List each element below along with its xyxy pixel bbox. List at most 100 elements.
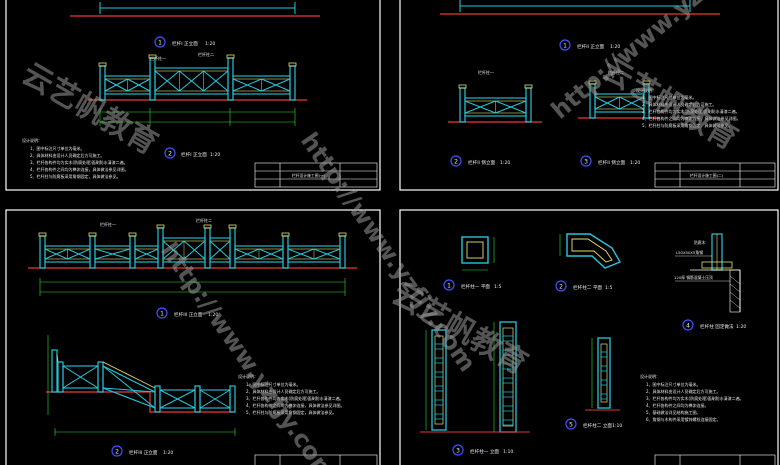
svg-text:设计说明：: 设计说明： [22, 137, 42, 143]
post-cap [228, 224, 237, 229]
top-remnant [459, 0, 691, 12]
cross-brace [67, 248, 91, 260]
callout-label: L50X50X5角钢 [676, 250, 703, 255]
cross-brace [179, 70, 204, 92]
cross-brace [287, 248, 315, 260]
svg-text:3、栏杆各构件均为实木(防腐处理)面刷防水清漆二遍。: 3、栏杆各构件均为实木(防腐处理)面刷防水清漆二遍。 [30, 159, 128, 165]
cross-brace [102, 387, 156, 393]
sheet-top-left: 1 栏杆I 正立面 1:20 栏杆柱一 栏杆柱二 2 栏杆I 正立面 1:20 … [5, 0, 381, 191]
svg-text:1、图中标注尺寸单位为毫米。: 1、图中标注尺寸单位为毫米。 [642, 94, 697, 100]
cross-brace [154, 70, 180, 92]
design-notes: 设计说明： 1、图中标注尺寸单位为毫米。 2、具体材料由设计人员确定后方可施工。… [636, 87, 741, 128]
post-cap [203, 224, 212, 229]
view-title: 栏杆柱 固定做法 [700, 323, 734, 330]
sheet-bottom-right: 1 栏杆柱一 平面 1:5 2 栏杆柱二 平面 1:5 防腐木 [399, 209, 779, 465]
view-number-circle [682, 319, 694, 331]
railing-side-elevation-3 [578, 80, 660, 119]
callout-label: 栏杆柱二 [608, 69, 624, 75]
post-cap [458, 84, 467, 89]
mortise-slot [434, 413, 444, 420]
mortise-slot [434, 385, 444, 392]
view-number-circle [565, 418, 577, 430]
svg-text:3、栏杆各构件均为实木(防腐处理)面刷防水清漆二遍。: 3、栏杆各构件均为实木(防腐处理)面刷防水清漆二遍。 [246, 395, 344, 401]
mortise-slot [600, 351, 608, 358]
cross-brace [464, 100, 496, 114]
cross-brace [102, 365, 156, 409]
cross-brace [134, 248, 159, 260]
sheet-bottom-left: 栏杆柱一 栏杆柱二 1 栏杆III 正立面 1:20 2 栏杆III 正立面 1… [5, 209, 381, 465]
title-block [254, 454, 378, 465]
svg-text:2、具体材料由设计人员确定后方可施工。: 2、具体材料由设计人员确定后方可施工。 [646, 388, 721, 394]
view-number-circle [580, 155, 592, 167]
callout-label: 栏杆柱一 [478, 69, 494, 75]
post-cap [156, 224, 165, 229]
sheet-frame [5, 209, 381, 465]
cross-brace [199, 389, 231, 409]
mortise-slot [434, 399, 444, 406]
post-fixing-detail [675, 233, 741, 313]
dimension-lines [99, 108, 296, 126]
view-number: 5 [569, 422, 573, 429]
view-number-circle [443, 279, 455, 291]
view-scale: 1:5 [494, 284, 501, 290]
view-number: 1 [447, 283, 451, 290]
view-scale: 1:20 [210, 152, 220, 158]
post-cap [98, 62, 107, 67]
svg-text:设计说明：: 设计说明： [640, 373, 660, 379]
svg-text:5、栏杆柱与防腐板采用角钢固定，具体做法参见。: 5、栏杆柱与防腐板采用角钢固定，具体做法参见。 [246, 409, 337, 415]
svg-text:5、栏杆柱与防腐板采用角钢固定，具体做法参见。: 5、栏杆柱与防腐板采用角钢固定，具体做法参见。 [30, 173, 121, 179]
sheet-frame [5, 0, 381, 191]
view-scale: 1:20 [163, 450, 173, 456]
railing-stair-elevation [46, 349, 236, 413]
svg-text:3、栏杆各构件均为实木(防腐处理)面刷防水清漆二遍。: 3、栏杆各构件均为实木(防腐处理)面刷防水清漆二遍。 [642, 108, 740, 114]
mortise-slot [502, 391, 514, 398]
post-elevations [420, 321, 620, 433]
handrail [102, 361, 156, 389]
cross-brace [104, 78, 128, 92]
svg-text:6、角钢与木构件采用镀锌螺栓连接固定。: 6、角钢与木构件采用镀锌螺栓连接固定。 [646, 416, 721, 422]
view-number: 1 [158, 40, 162, 47]
view-scale: 1:20 [208, 312, 218, 318]
svg-text:1、图中标注尺寸单位为毫米。: 1、图中标注尺寸单位为毫米。 [646, 381, 701, 387]
title-block [654, 162, 776, 188]
svg-text:2、具体材料由设计人员确定后方可施工。: 2、具体材料由设计人员确定后方可施工。 [30, 152, 105, 158]
svg-text:4、栏杆各构件之间均为榫卯连接，具体做法参见详图。: 4、栏杆各构件之间均为榫卯连接，具体做法参见详图。 [246, 402, 345, 408]
view-title: 栏杆柱二 立面 [583, 422, 612, 429]
mortise-slot [502, 405, 514, 412]
post-plan-1 [461, 236, 495, 271]
view-number: 1 [563, 43, 567, 50]
view-number-circle [450, 155, 462, 167]
callout-label: 120厚 钢筋混凝土压顶 [674, 275, 713, 280]
view-number: 2 [454, 159, 458, 166]
title-block [654, 454, 776, 465]
callout-label: 栏杆柱一 [100, 221, 116, 227]
sheet-top-right: 1 栏杆II 正立面 1:20 栏杆柱一 栏杆柱二 2 栏杆II 侧立面 1:2… [399, 0, 779, 191]
dimension-lines [39, 278, 346, 296]
rail-panel [199, 389, 231, 409]
sheet-frame [399, 209, 779, 465]
view-number-circle [111, 445, 123, 457]
post-inner [502, 327, 514, 427]
view-number: 2 [115, 449, 119, 456]
cross-brace [159, 389, 196, 409]
post-cap [281, 232, 290, 237]
cross-brace [258, 248, 284, 260]
view-scale: 1:20 [736, 324, 746, 330]
post-cap [38, 232, 47, 237]
view-title: 栏杆II 侧立面 [468, 159, 496, 166]
view-title: 栏杆I 正立面 [172, 40, 198, 47]
post-cap [128, 232, 137, 237]
view-scale: 1:10 [503, 449, 513, 455]
cross-brace [619, 96, 645, 110]
mortise-slot [434, 357, 444, 364]
view-title: 栏杆柱二 平面 [573, 284, 602, 291]
svg-text:设计说明：: 设计说明： [238, 373, 258, 379]
post-cap [88, 232, 97, 237]
post-cap [642, 80, 651, 85]
view-scale: 1:20 [205, 41, 215, 47]
view-number-circle [559, 39, 571, 51]
svg-text:1、图中标注尺寸单位为毫米。: 1、图中标注尺寸单位为毫米。 [246, 381, 301, 387]
title-block [254, 162, 378, 188]
callout-label: 防腐木 [694, 240, 706, 245]
